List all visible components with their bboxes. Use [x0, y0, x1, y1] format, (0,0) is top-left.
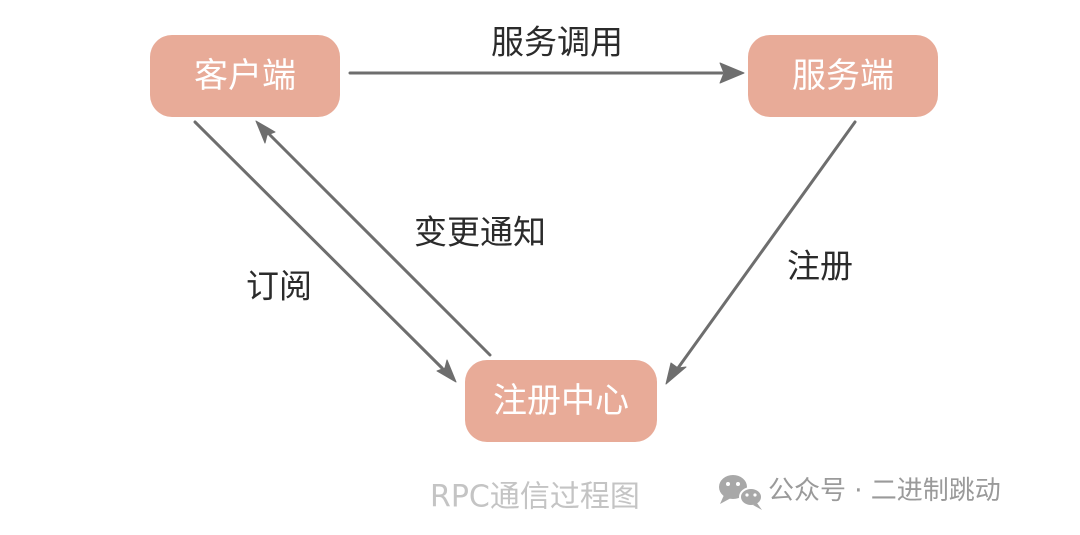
node-registry-label: 注册中心 — [493, 381, 629, 421]
edge-register — [665, 120, 857, 385]
node-client: 客户端 — [150, 35, 340, 117]
edge-change-notify — [255, 120, 492, 357]
watermark-text: 公众号 · 二进制跳动 — [768, 476, 1001, 506]
edge-subscribe-label: 订阅 — [246, 267, 312, 306]
edge-register-label: 注册 — [787, 247, 853, 286]
edge-change-notify-label: 变更通知 — [414, 213, 546, 252]
node-server: 服务端 — [748, 35, 938, 117]
node-registry: 注册中心 — [465, 360, 657, 442]
node-client-label: 客户端 — [194, 56, 296, 96]
edge-service-call-label: 服务调用 — [491, 23, 623, 62]
edge-service-call — [348, 62, 745, 84]
edge-subscribe — [193, 120, 457, 383]
diagram-caption: RPC通信过程图 — [430, 480, 640, 515]
node-server-label: 服务端 — [792, 56, 894, 96]
wechat-icon — [719, 475, 763, 510]
